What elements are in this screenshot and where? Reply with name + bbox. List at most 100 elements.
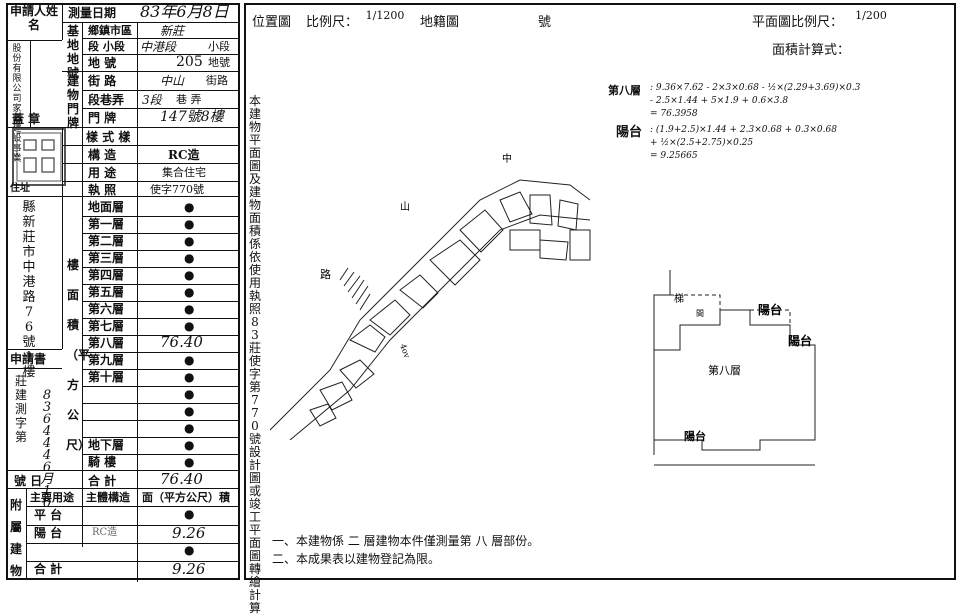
section-value: 中港段 (140, 40, 177, 54)
floor-name: 第一層 (88, 217, 125, 231)
calc-balcony-label: 陽台 (616, 125, 643, 140)
land-no-label: 地 號 (88, 56, 117, 70)
note-line: 二、本成果表以建物登記為限。 (272, 552, 441, 566)
plan-scale-label: 平面圖比例尺： (752, 15, 844, 30)
license-value: 使字770號 (150, 183, 204, 196)
floor-name: 第二層 (88, 234, 125, 248)
attach-use: 平 台 (34, 508, 63, 522)
attach-head-use: 主要用途 (30, 491, 74, 504)
floor-area: 76.40 (160, 333, 203, 351)
left-info-table (6, 3, 240, 580)
location-map: 中 山 路 4ov (270, 152, 591, 440)
floor-name: 第九層 (88, 353, 125, 367)
plan-scale-fraction: 1/200 (848, 10, 894, 22)
divider (62, 22, 240, 23)
floor-area-label: 樓 面 積 （平方公尺） (66, 258, 91, 452)
township-value: 新莊 (160, 24, 185, 38)
divider (82, 216, 240, 217)
divider (82, 267, 240, 268)
divider (6, 470, 62, 471)
address-label: 住址 (10, 183, 30, 194)
use-label: 用 途 (88, 166, 117, 180)
divider (26, 488, 27, 580)
map-mark: 4ov (398, 343, 412, 360)
scale-fraction: 1/1200 (360, 10, 410, 22)
lane-label: 段巷弄 (88, 93, 125, 107)
divider (82, 369, 240, 370)
attach-use: 陽 台 (34, 526, 63, 540)
divider (62, 127, 63, 349)
divider (6, 196, 240, 197)
no-label: 號 (538, 15, 552, 30)
divider (82, 454, 240, 455)
calc-line: = 76.3958 (650, 109, 698, 119)
divider (137, 22, 138, 582)
applicant-label: 申請人姓名 (10, 4, 59, 32)
date-no-label: 號 日 (14, 474, 43, 488)
divider (30, 40, 31, 127)
plan-balcony2: 陽台 (788, 333, 812, 348)
floor-name: 地面層 (88, 200, 125, 214)
plan-floor8: 第八層 (708, 363, 741, 377)
attach-area: 9.26 (172, 524, 206, 542)
land-no-value: 205 (176, 54, 203, 70)
attach-area: ● (184, 507, 195, 521)
floor-area: ● (184, 268, 195, 282)
divider (82, 352, 240, 353)
location-label: 位置圖 (252, 15, 292, 30)
map-road1: 中 (502, 152, 512, 165)
divider (6, 40, 62, 41)
seal-label: 蓋 章 (12, 112, 41, 126)
divider (6, 368, 62, 369)
attach-use: 合 計 (34, 562, 63, 576)
street-label: 街 路 (88, 74, 117, 88)
calc-floor8-lines: : 9.36×7.62 - 2×3×0.68 - ½×(2.29+3.69)×0… (650, 82, 860, 121)
floor-area: ● (184, 319, 195, 333)
floor-name: 第八層 (88, 336, 125, 350)
plan-balcony3: 陽台 (684, 429, 706, 443)
floor-area: ● (184, 200, 195, 214)
floor-area: ● (184, 285, 195, 299)
floor-area: ● (184, 438, 195, 452)
app-no-vertical: 莊建測字第 (14, 374, 27, 444)
divider (82, 284, 240, 285)
structure-value: RC造 (168, 148, 200, 162)
plan-scale-value: 1/200 (855, 9, 887, 22)
divider (82, 403, 240, 404)
divider (62, 71, 240, 72)
floor-area: ● (184, 234, 195, 248)
divider (82, 108, 240, 109)
floor-area: ● (184, 251, 195, 265)
divider (82, 54, 240, 55)
divider (82, 318, 240, 319)
divider (26, 561, 240, 562)
app-no-value: 8 3 6 4 4 4 6 月 10 (40, 388, 54, 511)
attach-struct: RC造 (92, 527, 118, 538)
floor-name: 第三層 (88, 251, 125, 265)
plan-balcony1: 陽台 (758, 302, 782, 317)
plan-stairs: 梯 (674, 292, 684, 305)
divider (62, 470, 240, 471)
floor-plan: 梯 間 陽台 陽台 第八層 陽台 (653, 270, 816, 466)
divider (6, 127, 240, 128)
divider (62, 145, 240, 146)
divider (82, 301, 240, 302)
divider (82, 386, 240, 387)
floor-area: ● (184, 387, 195, 401)
divider (82, 250, 240, 251)
attach-head-area: 面（平方公尺）積 (142, 491, 230, 504)
cadastral-label: 地籍圖 (420, 15, 460, 30)
divider (82, 38, 240, 39)
floor-name: 第七層 (88, 319, 125, 333)
calc-line: - 2.5×1.44 + 5×1.9 + 0.6×3.8 (650, 96, 789, 106)
door-value: 147號8樓 (160, 109, 224, 125)
divider (6, 349, 62, 350)
divider (26, 543, 240, 544)
floor-name: 地下層 (88, 438, 125, 452)
attach-area: 9.26 (172, 560, 206, 578)
note-line: 一、本建物係 二 層建物本件僅測量第 八 層部份。 (272, 534, 540, 548)
calc-line: + ½×(2.5+2.75)×0.25 (650, 138, 754, 148)
attach-area: ● (184, 543, 195, 557)
street-value: 中山 (160, 74, 185, 88)
calc-line: = 9.25665 (650, 151, 698, 161)
